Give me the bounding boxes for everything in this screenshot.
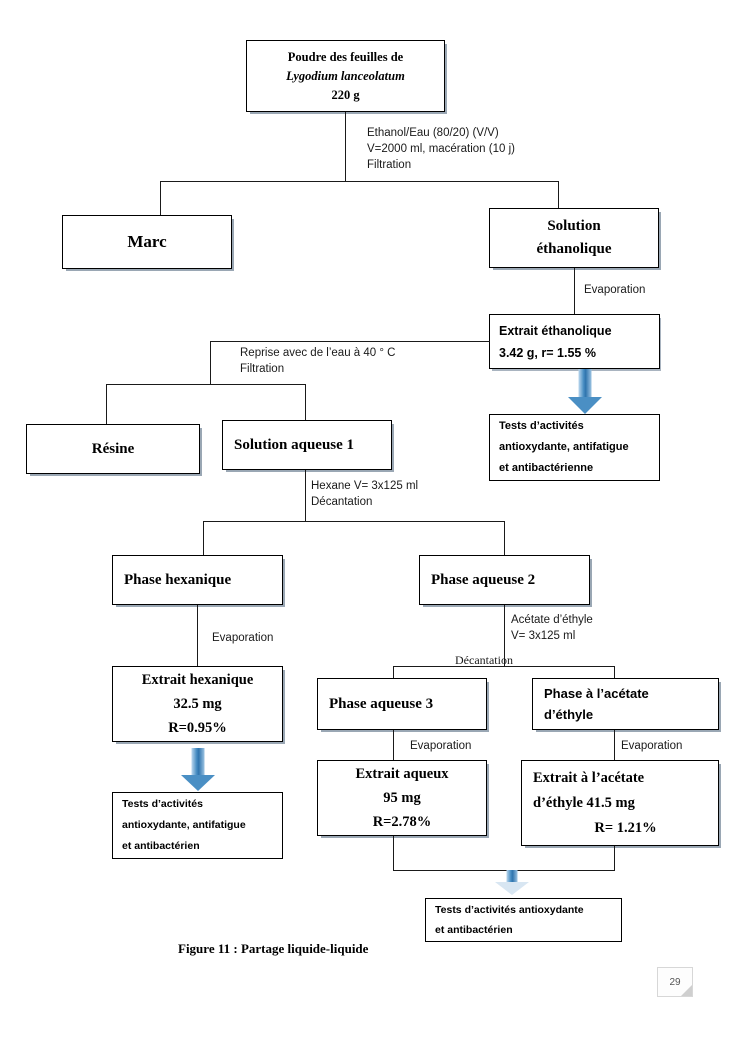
node-aqueous-phase-2: Phase aqueuse 2 — [419, 555, 590, 605]
node-tests-hexane: Tests d’activités antioxydante, antifati… — [112, 792, 283, 859]
annotation-water-uptake: Reprise avec de l’eau à 40 ° C Filtratio… — [240, 347, 396, 375]
annotation-decantation: Décantation — [455, 653, 513, 667]
annotation-evaporation-1: Evaporation — [584, 284, 646, 296]
aqueous-extract-line-2: 95 mg — [383, 790, 421, 806]
connector-to-aqueous-phase-3 — [393, 666, 395, 678]
node-aqueous-extract: Extrait aqueux 95 mg R=2.78% — [317, 760, 487, 836]
page-number-badge: 29 — [657, 967, 693, 997]
powder-line-2: Lygodium lanceolatum — [286, 68, 405, 83]
node-hexane-extract: Extrait hexanique 32.5 mg R=0.95% — [112, 666, 283, 742]
connector-split-4 — [393, 666, 615, 668]
connector-aqueous-2-stem — [504, 605, 506, 667]
hexane-extract-line-2: 32.5 mg — [173, 696, 222, 712]
hexane-extract-line-1: Extrait hexanique — [141, 672, 254, 688]
node-hexane-phase: Phase hexanique — [112, 555, 283, 605]
connector-extract-to-left — [210, 341, 490, 343]
ethanolic-extract-line-1: Extrait éthanolique — [499, 323, 612, 338]
page-curl-icon — [681, 985, 692, 996]
connector-powder-stem — [345, 112, 347, 182]
ethyl-acetate-phase-line-2: d’éthyle — [544, 707, 594, 722]
arrow-down-to-tests-ethanolic — [568, 369, 602, 414]
tests-final-line-1: Tests d’activités antioxydante — [435, 904, 584, 916]
connector-merge-final — [393, 870, 615, 872]
node-ethanolic-solution: Solution éthanolique — [489, 208, 659, 268]
hexane-phase-label: Phase hexanique — [124, 571, 232, 588]
aqueous-extract-line-1: Extrait aqueux — [355, 766, 449, 782]
powder-line-1: Poudre des feuilles de — [287, 49, 404, 64]
tests-hexane-line-2: antioxydante, antifatigue — [122, 819, 246, 831]
connector-to-hexane-phase — [203, 521, 205, 555]
connector-acetate-evaporation — [614, 730, 616, 760]
node-resin: Résine — [26, 424, 200, 474]
ethanolic-extract-line-2: 3.42 g, r= 1.55 % — [499, 345, 596, 360]
marc-label: Marc — [127, 232, 167, 251]
ethyl-acetate-phase-line-1: Phase à l’acétate — [544, 686, 649, 701]
hexane-extract-line-3: R=0.95% — [168, 720, 227, 736]
connector-to-ethyl-acetate-phase — [614, 666, 616, 678]
connector-aqueous-1-stem — [305, 470, 307, 522]
ethanolic-solution-line-2: éthanolique — [536, 241, 612, 257]
tests-hexane-line-3: et antibactérien — [122, 840, 200, 852]
aqueous-phase-3-label: Phase aqueuse 3 — [329, 695, 434, 712]
annotation-hexane: Hexane V= 3x125 ml Décantation — [311, 480, 419, 508]
annotation-ethyl-acetate: Acétate d’éthyle V= 3x125 ml — [511, 614, 593, 642]
annotation-evaporation-hexane: Evaporation — [212, 632, 274, 644]
connector-to-resin — [106, 384, 108, 424]
node-marc: Marc — [62, 215, 232, 269]
connector-split-1 — [160, 181, 559, 183]
node-aqueous-phase-3: Phase aqueuse 3 — [317, 678, 487, 730]
connector-to-aqueous-solution-1 — [305, 384, 307, 420]
connector-aqueous-3-evaporation — [393, 730, 395, 760]
connector-to-marc — [160, 181, 162, 215]
arrow-down-to-tests-hexane — [181, 748, 215, 792]
node-ethyl-acetate-phase: Phase à l’acétate d’éthyle — [532, 678, 719, 730]
connector-hexane-evaporation — [197, 605, 199, 666]
node-tests-ethanolic: Tests d’activités antioxydante, antifati… — [489, 414, 660, 481]
node-ethyl-acetate-extract: Extrait à l’acétate d’éthyle 41.5 mg R= … — [521, 760, 719, 846]
annotation-extraction: Ethanol/Eau (80/20) (V/V) V=2000 ml, mac… — [367, 127, 515, 171]
tests-hexane-line-1: Tests d’activités — [122, 798, 203, 810]
arrow-down-to-tests-final — [495, 870, 529, 898]
resin-label: Résine — [91, 440, 135, 457]
connector-acetate-extract-down — [614, 846, 616, 871]
connector-evaporation-1 — [574, 268, 576, 314]
aqueous-extract-line-3: R=2.78% — [372, 814, 432, 830]
node-ethanolic-extract: Extrait éthanolique 3.42 g, r= 1.55 % — [489, 314, 660, 369]
powder-line-3: 220 g — [331, 87, 360, 102]
connector-left-drop — [210, 341, 212, 385]
connector-split-3 — [203, 521, 505, 523]
connector-to-aqueous-phase-2 — [504, 521, 506, 555]
figure-caption: Figure 11 : Partage liquide-liquide — [178, 941, 369, 956]
connector-aqueous-extract-down — [393, 836, 395, 871]
node-powder: Poudre des feuilles de Lygodium lanceola… — [246, 40, 445, 112]
ethyl-acetate-extract-line-3: R= 1.21% — [594, 819, 657, 836]
connector-split-2 — [106, 384, 306, 386]
ethyl-acetate-extract-line-2: d’éthyle 41.5 mg — [533, 794, 635, 811]
connector-to-ethanolic-solution — [558, 181, 560, 208]
ethyl-acetate-extract-line-1: Extrait à l’acétate — [533, 769, 645, 786]
ethanolic-solution-line-1: Solution — [547, 218, 601, 234]
tests-ethanolic-line-1: Tests d’activités — [499, 420, 584, 432]
aqueous-phase-2-label: Phase aqueuse 2 — [431, 571, 536, 588]
tests-ethanolic-line-2: antioxydante, antifatigue — [499, 441, 629, 453]
node-tests-final: Tests d’activités antioxydante et antiba… — [425, 898, 622, 942]
aqueous-solution-1-label: Solution aqueuse 1 — [234, 436, 355, 453]
annotation-evaporation-acetate: Evaporation — [621, 740, 683, 752]
annotation-evaporation-aqueous: Evaporation — [410, 740, 472, 752]
tests-final-line-2: et antibactérien — [435, 924, 513, 936]
tests-ethanolic-line-3: et antibactérienne — [499, 462, 594, 474]
page-number-text: 29 — [669, 976, 681, 988]
node-aqueous-solution-1: Solution aqueuse 1 — [222, 420, 392, 470]
